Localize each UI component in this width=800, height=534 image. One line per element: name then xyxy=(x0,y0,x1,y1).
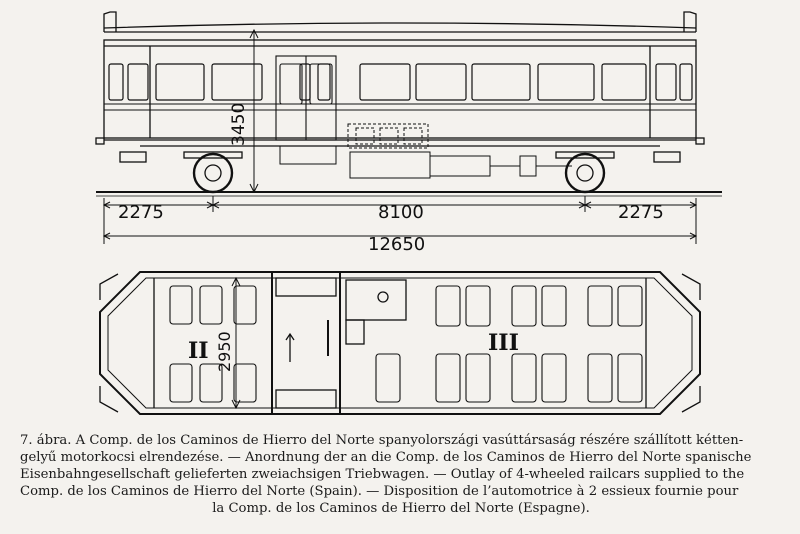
engine-unit xyxy=(279,123,572,179)
caption-line-2: gelyű motorkocsi elrendezése. — Anordnun… xyxy=(20,450,752,465)
caption-line-1: 7. ábra. A Comp. de los Caminos de Hierr… xyxy=(20,433,744,448)
wheelbase-label: 8100 xyxy=(378,202,424,223)
side-elevation xyxy=(95,11,722,197)
overhang-right-label: 2275 xyxy=(618,202,664,223)
figure-caption: 7. ábra. A Comp. de los Caminos de Hierr… xyxy=(20,432,782,517)
side-windows xyxy=(108,63,693,101)
caption-line-3: Eisenbahngesellschaft gelieferten zweiac… xyxy=(20,467,745,482)
height-dimension-label: 3450 xyxy=(229,103,249,146)
lavatory xyxy=(345,279,407,345)
width-dimension: 2950 xyxy=(215,276,241,410)
width-dimension-label: 2950 xyxy=(215,331,234,372)
wheelset-left xyxy=(183,151,243,194)
height-dimension: 3450 xyxy=(229,28,259,194)
length-dimensions: 2275 8100 2275 12650 xyxy=(102,196,698,255)
railcar-drawing: 3450 2275 8100 2275 12650 xyxy=(95,11,722,415)
compartment-iii-label: III xyxy=(488,330,519,356)
compartment-ii-label: II xyxy=(188,338,209,364)
wheelset-right xyxy=(555,151,615,194)
caption-line-4: Comp. de los Caminos de Hierro del Norte… xyxy=(20,484,739,499)
seats-compartment-ii xyxy=(169,285,257,403)
seats-compartment-iii xyxy=(375,285,643,403)
overall-length-label: 12650 xyxy=(368,234,425,255)
overhang-left-label: 2275 xyxy=(118,202,164,223)
floor-plan: 2950 II III xyxy=(99,271,701,415)
side-doors xyxy=(275,55,337,141)
vestibule xyxy=(271,272,341,414)
caption-line-5: la Comp. de los Caminos de Hierro del No… xyxy=(212,501,590,516)
